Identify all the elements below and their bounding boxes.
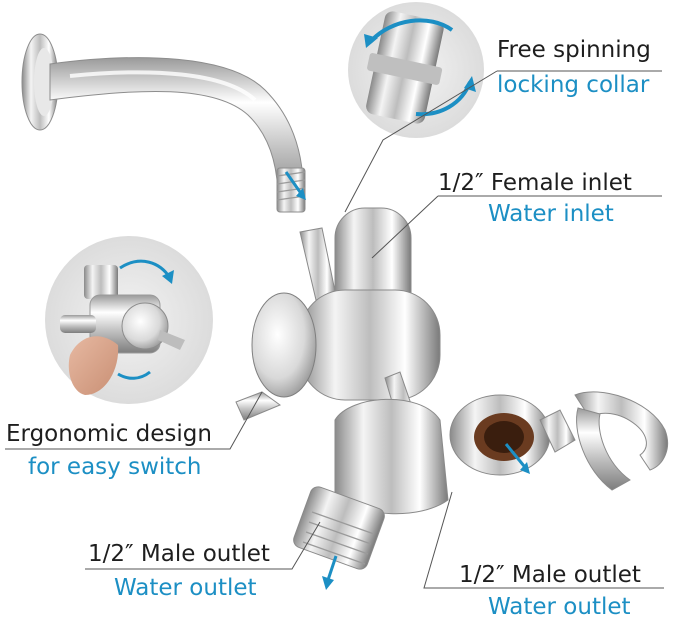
handheld-holder — [539, 391, 669, 491]
collar-subtitle: locking collar — [497, 72, 650, 98]
outlet-right-flow-arrow-icon — [504, 443, 530, 474]
inlet-title: 1/2″ Female inlet — [438, 170, 632, 196]
shower-arm — [21, 33, 306, 213]
collar-detail-circle — [348, 2, 484, 138]
male-outlet-bottom — [293, 486, 385, 570]
leader-lines — [5, 70, 664, 589]
switch-detail-circle — [45, 236, 213, 404]
design-subtitle: for easy switch — [28, 454, 202, 480]
diverter-body — [235, 207, 449, 515]
design-title: Ergonomic design — [6, 421, 212, 447]
male-outlet-right — [449, 394, 551, 476]
inlet-subtitle: Water inlet — [488, 201, 614, 227]
outlet-right-subtitle: Water outlet — [488, 594, 631, 620]
collar-title: Free spinning — [497, 37, 651, 63]
outlet-left-flow-arrow-icon — [322, 555, 338, 590]
outlet-right-title: 1/2″ Male outlet — [459, 562, 641, 588]
outlet-left-subtitle: Water outlet — [114, 575, 257, 601]
collar-leader-line — [344, 70, 498, 213]
inlet-flow-arrow-icon — [284, 171, 306, 200]
outlet-left-title: 1/2″ Male outlet — [88, 541, 270, 567]
